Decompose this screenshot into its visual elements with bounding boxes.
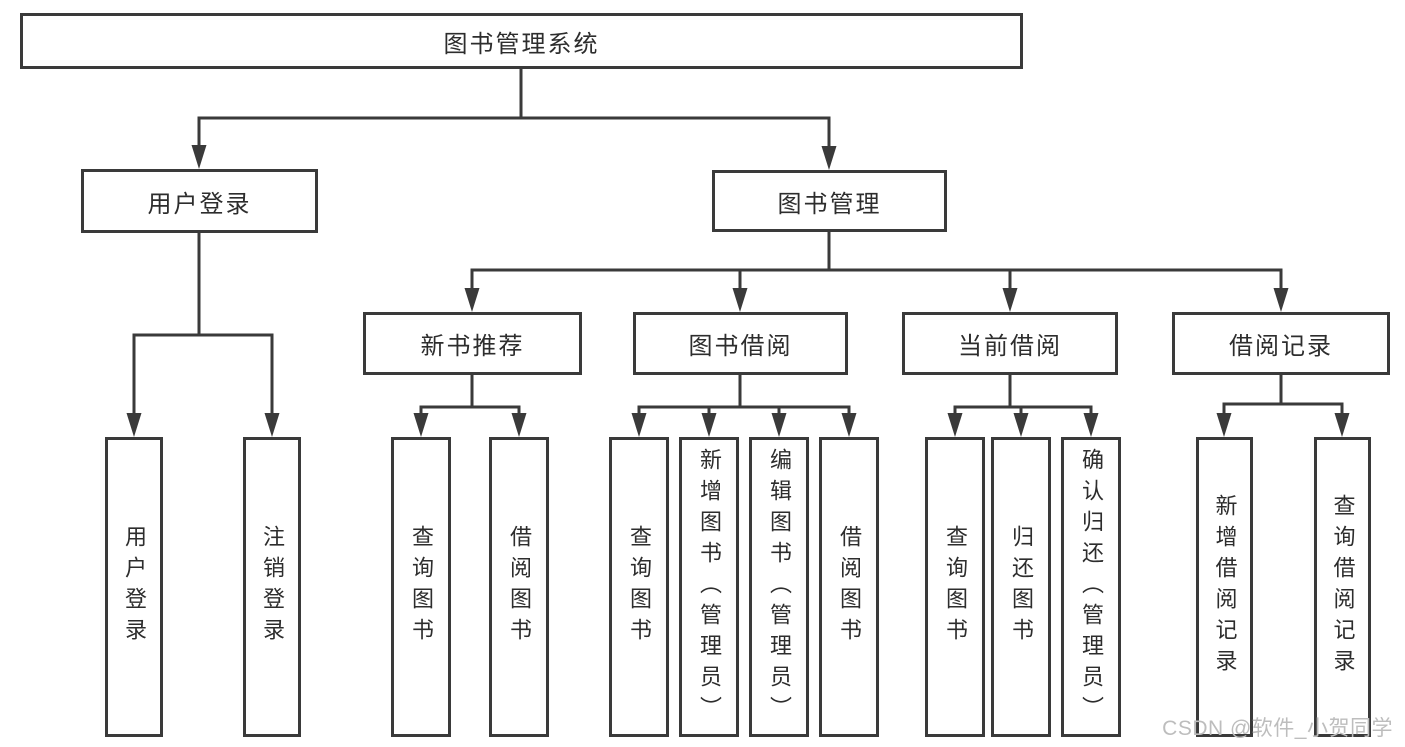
leaf-current-confirm-return-admin: 确认归还（管理员）	[1061, 437, 1121, 737]
connector-bookborrow-to-leaves	[631, 374, 857, 437]
connector-records-to-leaves	[1216, 374, 1350, 437]
node-new-book-recommendation: 新书推荐	[363, 312, 582, 375]
leaf-records-add-borrow-record-label: 新增借阅记录	[1212, 494, 1238, 680]
leaf-bookborrow-query-books-label: 查询图书	[627, 525, 652, 649]
leaf-records-query-borrow-record-label: 查询借阅记录	[1330, 494, 1356, 680]
leaf-records-query-borrow-record: 查询借阅记录	[1314, 437, 1371, 737]
leaf-current-confirm-return-admin-label: 确认归还（管理员）	[1079, 447, 1104, 727]
leaf-logout-label: 注销登录	[260, 525, 285, 649]
leaf-user-login: 用户登录	[105, 437, 163, 737]
leaf-current-query-books: 查询图书	[925, 437, 985, 737]
node-book-borrowing: 图书借阅	[633, 312, 848, 375]
leaf-logout: 注销登录	[243, 437, 301, 737]
leaf-newbook-query-books-label: 查询图书	[409, 525, 434, 649]
leaf-bookborrow-borrow-books-label: 借阅图书	[837, 525, 862, 649]
csdn-watermark: CSDN @软件_小贺同学	[1162, 717, 1393, 740]
connector-current-to-leaves	[947, 375, 1099, 437]
leaf-newbook-borrow-books: 借阅图书	[489, 437, 549, 737]
leaf-user-login-label: 用户登录	[122, 525, 147, 649]
connector-root-to-level2	[191, 69, 837, 170]
connector-bookmgmt-to-level3	[464, 232, 1289, 312]
connector-newbook-to-leaves	[413, 374, 527, 437]
leaf-current-return-books: 归还图书	[991, 437, 1051, 737]
leaf-current-return-books-label: 归还图书	[1009, 525, 1034, 649]
node-current-borrowing: 当前借阅	[902, 312, 1118, 375]
leaf-newbook-query-books: 查询图书	[391, 437, 451, 737]
node-borrowing-records: 借阅记录	[1172, 312, 1390, 375]
leaf-bookborrow-add-books-admin: 新增图书（管理员）	[679, 437, 739, 737]
leaf-newbook-borrow-books-label: 借阅图书	[507, 525, 532, 649]
leaf-current-query-books-label: 查询图书	[943, 525, 968, 649]
connector-login-to-leaves	[126, 233, 280, 437]
node-library-system: 图书管理系统	[20, 13, 1023, 69]
leaf-records-add-borrow-record: 新增借阅记录	[1196, 437, 1253, 737]
leaf-bookborrow-borrow-books: 借阅图书	[819, 437, 879, 737]
leaf-bookborrow-edit-books-admin: 编辑图书（管理员）	[749, 437, 809, 737]
leaf-bookborrow-query-books: 查询图书	[609, 437, 669, 737]
node-user-login: 用户登录	[81, 169, 318, 233]
leaf-bookborrow-edit-books-admin-label: 编辑图书（管理员）	[767, 447, 792, 727]
leaf-bookborrow-add-books-admin-label: 新增图书（管理员）	[697, 447, 722, 727]
node-book-management: 图书管理	[712, 170, 947, 232]
